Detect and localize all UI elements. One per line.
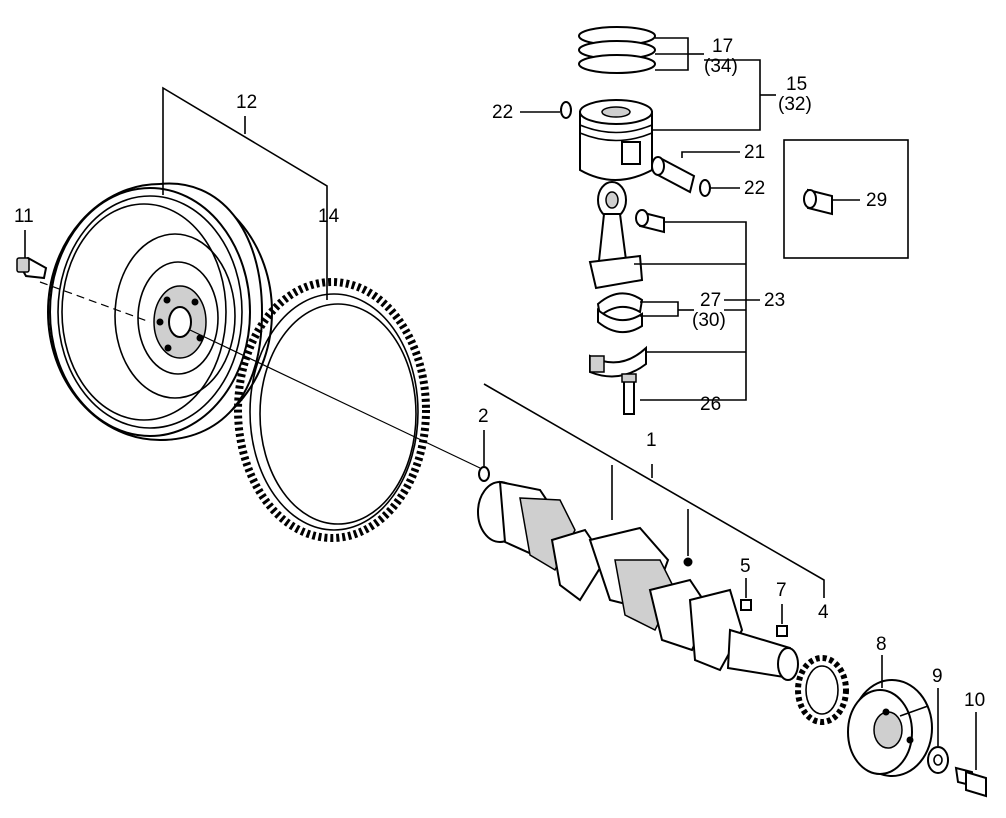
pulley-bolt	[954, 766, 987, 798]
connecting-rod	[588, 181, 644, 290]
crankshaft	[477, 480, 799, 681]
callout-29: 29	[866, 190, 887, 211]
rod-cap	[589, 345, 647, 378]
piston-rings	[578, 26, 656, 74]
callout-1: 1	[646, 430, 657, 451]
callout-27: 27	[700, 290, 721, 311]
piston-pin	[651, 156, 696, 194]
small-end-bushing	[635, 209, 665, 234]
callout-15-alt: (32)	[778, 94, 812, 115]
callout-15: 15	[786, 74, 807, 95]
callout-4: 4	[818, 602, 829, 623]
bearing-shells	[596, 292, 644, 333]
callout-7: 7	[776, 580, 787, 601]
callout-12: 12	[236, 92, 257, 113]
flywheel	[47, 182, 273, 441]
callout-21: 21	[744, 142, 765, 163]
callout-17-alt: (34)	[704, 56, 738, 77]
bushing-29	[803, 188, 833, 216]
callout-9: 9	[932, 666, 943, 687]
dowel-pin	[478, 466, 490, 482]
callout-8: 8	[876, 634, 887, 655]
snap-ring-right	[699, 179, 711, 197]
snap-ring-left	[560, 101, 572, 119]
callout-2: 2	[478, 406, 489, 427]
key-5	[740, 599, 752, 611]
callout-11: 11	[14, 206, 34, 227]
callout-26: 26	[700, 394, 721, 415]
flywheel-bolt	[16, 256, 48, 280]
key-7	[776, 625, 788, 637]
callout-27-alt: (30)	[692, 310, 726, 331]
ring-gear	[234, 278, 430, 542]
crank-gear	[795, 655, 849, 725]
piston	[579, 99, 653, 181]
rod-bolt	[621, 373, 637, 415]
crank-pulley	[847, 679, 933, 777]
bushing-inset-box	[783, 139, 909, 259]
washer	[927, 746, 949, 774]
callout-22-left: 22	[492, 102, 513, 123]
leader-lines	[24, 37, 977, 770]
callout-10: 10	[964, 690, 985, 711]
callout-22-right: 22	[744, 178, 765, 199]
callout-5: 5	[740, 556, 751, 577]
callout-23: 23	[764, 290, 785, 311]
callout-17: 17	[712, 36, 733, 57]
callout-14: 14	[318, 206, 340, 227]
